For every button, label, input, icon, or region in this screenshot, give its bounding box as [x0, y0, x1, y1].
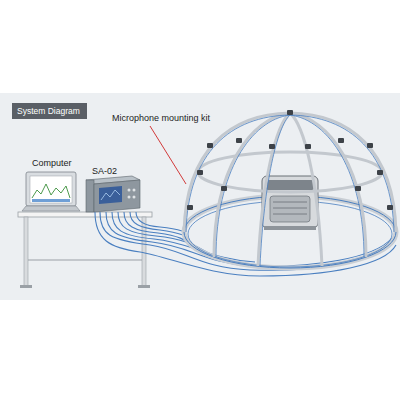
arc-cables — [186, 115, 394, 266]
device-label: Computer — [32, 158, 72, 168]
callout-label: Microphone mounting kit — [112, 113, 210, 123]
laptop-computer — [22, 172, 80, 211]
device-label-box: SA-02 — [92, 166, 117, 176]
microphone-mounting-arcs — [184, 113, 396, 266]
callout-label-box: Microphone mounting kit — [112, 113, 210, 123]
device-label-box: Computer — [32, 158, 72, 168]
section-tab: System Diagram — [12, 103, 87, 119]
leader-line — [150, 126, 186, 184]
analyzer-unit — [86, 176, 140, 212]
tab-title: System Diagram — [17, 106, 82, 116]
device-label: SA-02 — [92, 166, 117, 176]
background-panel — [0, 93, 400, 300]
table — [18, 212, 152, 288]
microphones — [187, 110, 393, 210]
test-object-heater — [262, 176, 318, 230]
